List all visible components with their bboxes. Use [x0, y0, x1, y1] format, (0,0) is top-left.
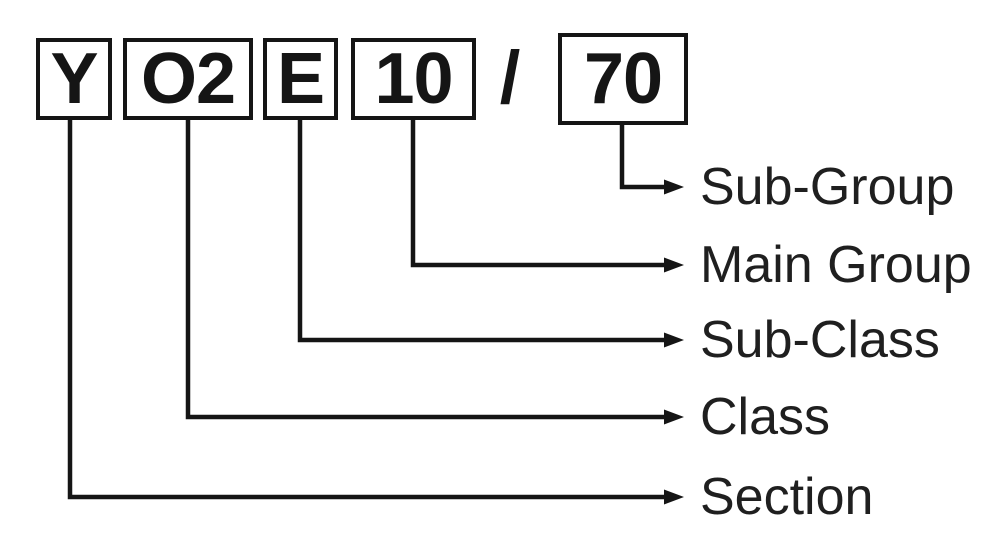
- code-box-class: O2: [123, 38, 253, 120]
- label-sub-group: Sub-Group: [700, 158, 955, 216]
- connector-line-sub-group: [619, 123, 665, 190]
- label-sub-class: Sub-Class: [700, 311, 940, 369]
- label-main-group: Main Group: [700, 236, 972, 294]
- arrowhead-main-group-icon: [664, 257, 684, 273]
- code-box-main-group: 10: [351, 38, 476, 120]
- code-box-sub-class-text: E: [276, 39, 325, 119]
- connector-line-class: [185, 118, 665, 420]
- code-box-sub-group: 70: [558, 33, 688, 125]
- code-box-main-group-text: 10: [374, 39, 453, 119]
- arrowhead-sub-group-icon: [664, 179, 684, 195]
- code-box-sub-group-text: 70: [583, 39, 663, 119]
- code-separator-slash: /: [499, 36, 521, 119]
- label-section: Section: [700, 468, 874, 526]
- connector-line-sub-class: [297, 118, 665, 343]
- connector-line-main-group: [410, 118, 665, 268]
- code-box-section-text: Y: [50, 39, 98, 119]
- label-class: Class: [700, 388, 831, 446]
- arrowhead-section-icon: [664, 489, 684, 505]
- code-box-section: Y: [36, 38, 112, 120]
- arrowhead-class-icon: [664, 409, 684, 425]
- connector-line-section: [67, 118, 665, 500]
- arrowhead-sub-class-icon: [664, 332, 684, 348]
- code-box-sub-class: E: [263, 38, 338, 120]
- code-box-class-text: O2: [140, 39, 236, 119]
